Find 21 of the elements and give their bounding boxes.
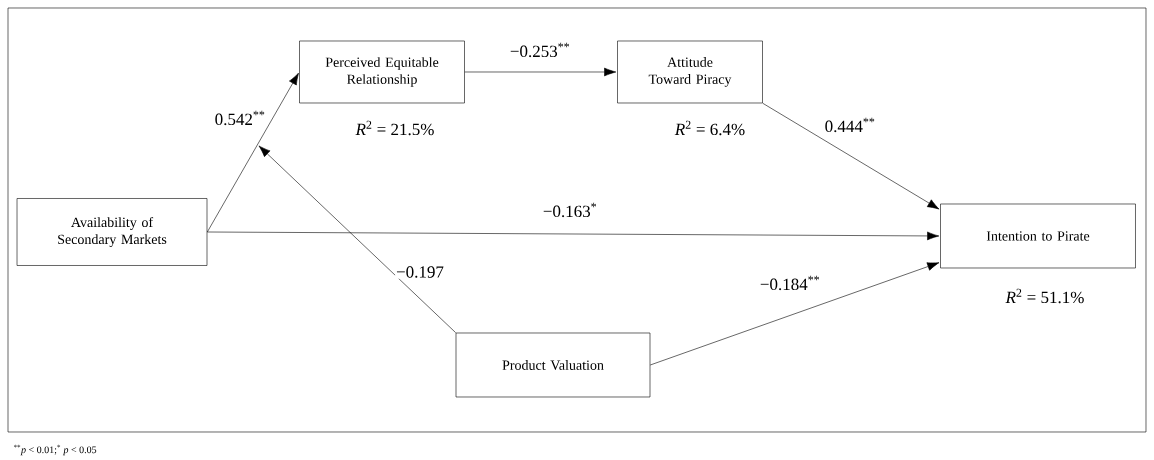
edge-label: 0.542$^{**}$ <box>215 110 265 126</box>
edge-label: 0.444$^{**}$ <box>825 117 875 133</box>
edge-label: −0.163$^{*}$ <box>543 202 597 218</box>
arrow <box>464 67 617 77</box>
box: Product Valuation <box>455 332 651 398</box>
edge-label: −0.197 <box>396 266 444 278</box>
box: Perceived Equitable Relationship <box>299 40 465 104</box>
arrow <box>258 145 456 333</box>
edge-label: −0.253$^{**}$ <box>510 42 570 58</box>
box: Intention to Pirate <box>940 203 1136 269</box>
arrow <box>650 262 940 366</box>
r-squared-label: R$^{2}$ = 21.5% <box>355 120 434 136</box>
edge-label: −0.184$^{**}$ <box>760 275 820 291</box>
box: Availability of Secondary Markets <box>16 198 208 266</box>
r-squared-label: R$^{2}$ = 6.4% <box>674 120 745 136</box>
box: Attitude Toward Piracy <box>617 40 763 104</box>
r-squared-label: R$^{2}$ = 51.1% <box>1005 288 1084 304</box>
arrow <box>207 72 299 233</box>
arrow <box>762 103 940 210</box>
arrow <box>207 231 940 241</box>
footnote: $^{**}$p < 0.01;$^{*}$ p < 0.05 <box>13 444 97 456</box>
